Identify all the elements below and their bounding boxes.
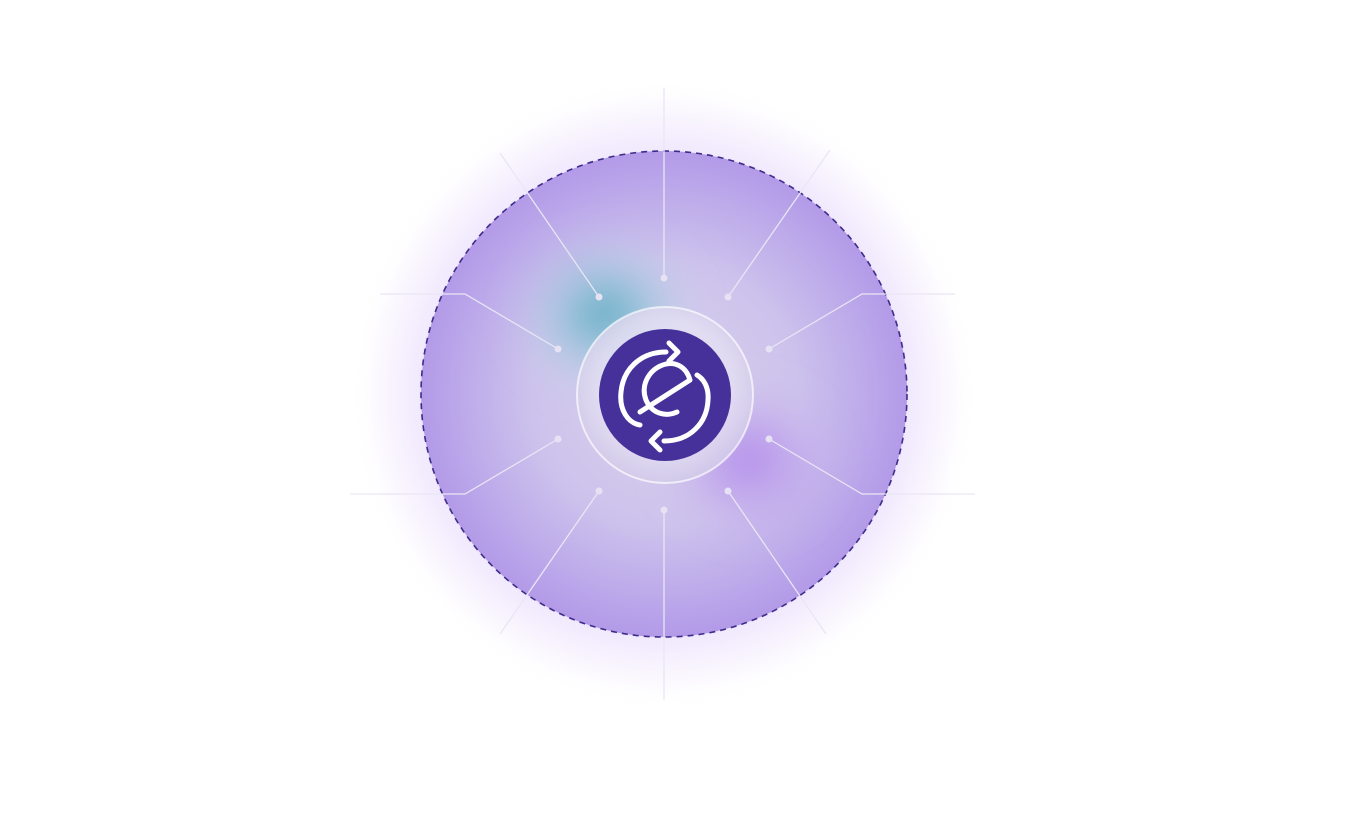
- spoke-lower-right: [727, 490, 827, 635]
- euro-sync-icon: [599, 329, 731, 461]
- spoke-group: [350, 88, 975, 700]
- spoke-right-upper: [768, 293, 955, 350]
- spoke-left-lower: [350, 438, 559, 495]
- dot-upper-right: [724, 293, 732, 301]
- dot-lower-left: [595, 487, 603, 495]
- dot-right-upper: [765, 345, 773, 353]
- spoke-right-lower: [768, 438, 975, 495]
- spoke-dots: [554, 274, 773, 514]
- spoke-lower-left: [499, 490, 600, 635]
- dot-lower-right: [724, 487, 732, 495]
- dot-right-lower: [765, 435, 773, 443]
- dot-top: [660, 274, 668, 282]
- spoke-upper-left: [499, 152, 600, 298]
- dot-left-lower: [554, 435, 562, 443]
- dot-upper-left: [595, 293, 603, 301]
- dot-left-upper: [554, 345, 562, 353]
- spoke-left-upper: [380, 293, 559, 350]
- spoke-upper-right: [727, 149, 831, 298]
- dot-bottom: [660, 506, 668, 514]
